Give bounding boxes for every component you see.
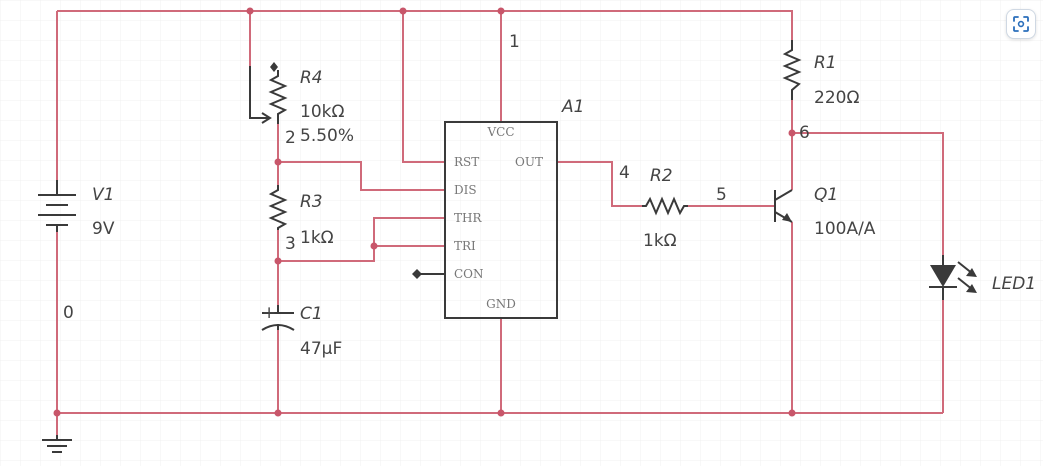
node-1-label: 1: [509, 32, 520, 52]
pin-tri-label: TRI: [454, 239, 476, 253]
pin-gnd-label: GND: [486, 297, 516, 311]
c1-polarity: +: [262, 303, 276, 323]
pin-thr-label: THR: [454, 211, 482, 225]
led-led1[interactable]: [929, 255, 977, 300]
a1-name: A1: [561, 97, 584, 117]
c1-value: 47µF: [300, 339, 342, 359]
node-3-label: 3: [285, 234, 296, 254]
c1-name: C1: [300, 304, 323, 324]
fit-to-screen-button[interactable]: [1006, 9, 1036, 39]
r2-value: 1kΩ: [643, 231, 677, 251]
transistor-q1[interactable]: [774, 189, 793, 223]
timer-ic-a1[interactable]: [444, 121, 558, 319]
capacitor-c1[interactable]: [261, 305, 295, 331]
fit-to-screen-icon: [1013, 16, 1029, 32]
battery-v1[interactable]: [38, 180, 76, 232]
resistor-r2[interactable]: [642, 196, 688, 216]
pin-con-label: CON: [454, 267, 484, 281]
ground-icon: [42, 435, 72, 453]
pin-out-label: OUT: [515, 155, 543, 169]
r3-name: R3: [300, 192, 323, 212]
junctions: [53, 7, 796, 417]
node-0-label: 0: [63, 303, 74, 323]
resistor-r1[interactable]: [782, 40, 802, 100]
v1-name: V1: [92, 185, 114, 205]
potentiometer-r4[interactable]: [249, 62, 288, 124]
r1-value: 220Ω: [814, 88, 859, 108]
r1-name: R1: [814, 53, 837, 73]
r2-name: R2: [650, 166, 673, 186]
r4-setting: 5.50%: [300, 126, 354, 146]
node-4-label: 4: [619, 163, 630, 183]
pin-vcc-label: VCC: [486, 125, 514, 139]
node-5-label: 5: [716, 185, 727, 205]
con-pin-stub[interactable]: [412, 269, 445, 279]
node-6-label: 6: [799, 123, 810, 143]
v1-value: 9V: [92, 219, 115, 239]
r4-name: R4: [300, 68, 323, 88]
r4-value: 10kΩ: [300, 102, 344, 122]
pin-rst-label: RST: [454, 155, 479, 169]
resistor-r3[interactable]: [268, 185, 288, 230]
wires: [56, 10, 944, 435]
q1-value: 100A/A: [814, 219, 876, 239]
pin-dis-label: DIS: [454, 183, 477, 197]
r3-value: 1kΩ: [300, 228, 334, 248]
node-2-label: 2: [285, 128, 296, 148]
led1-name: LED1: [992, 274, 1036, 294]
q1-name: Q1: [814, 185, 838, 205]
